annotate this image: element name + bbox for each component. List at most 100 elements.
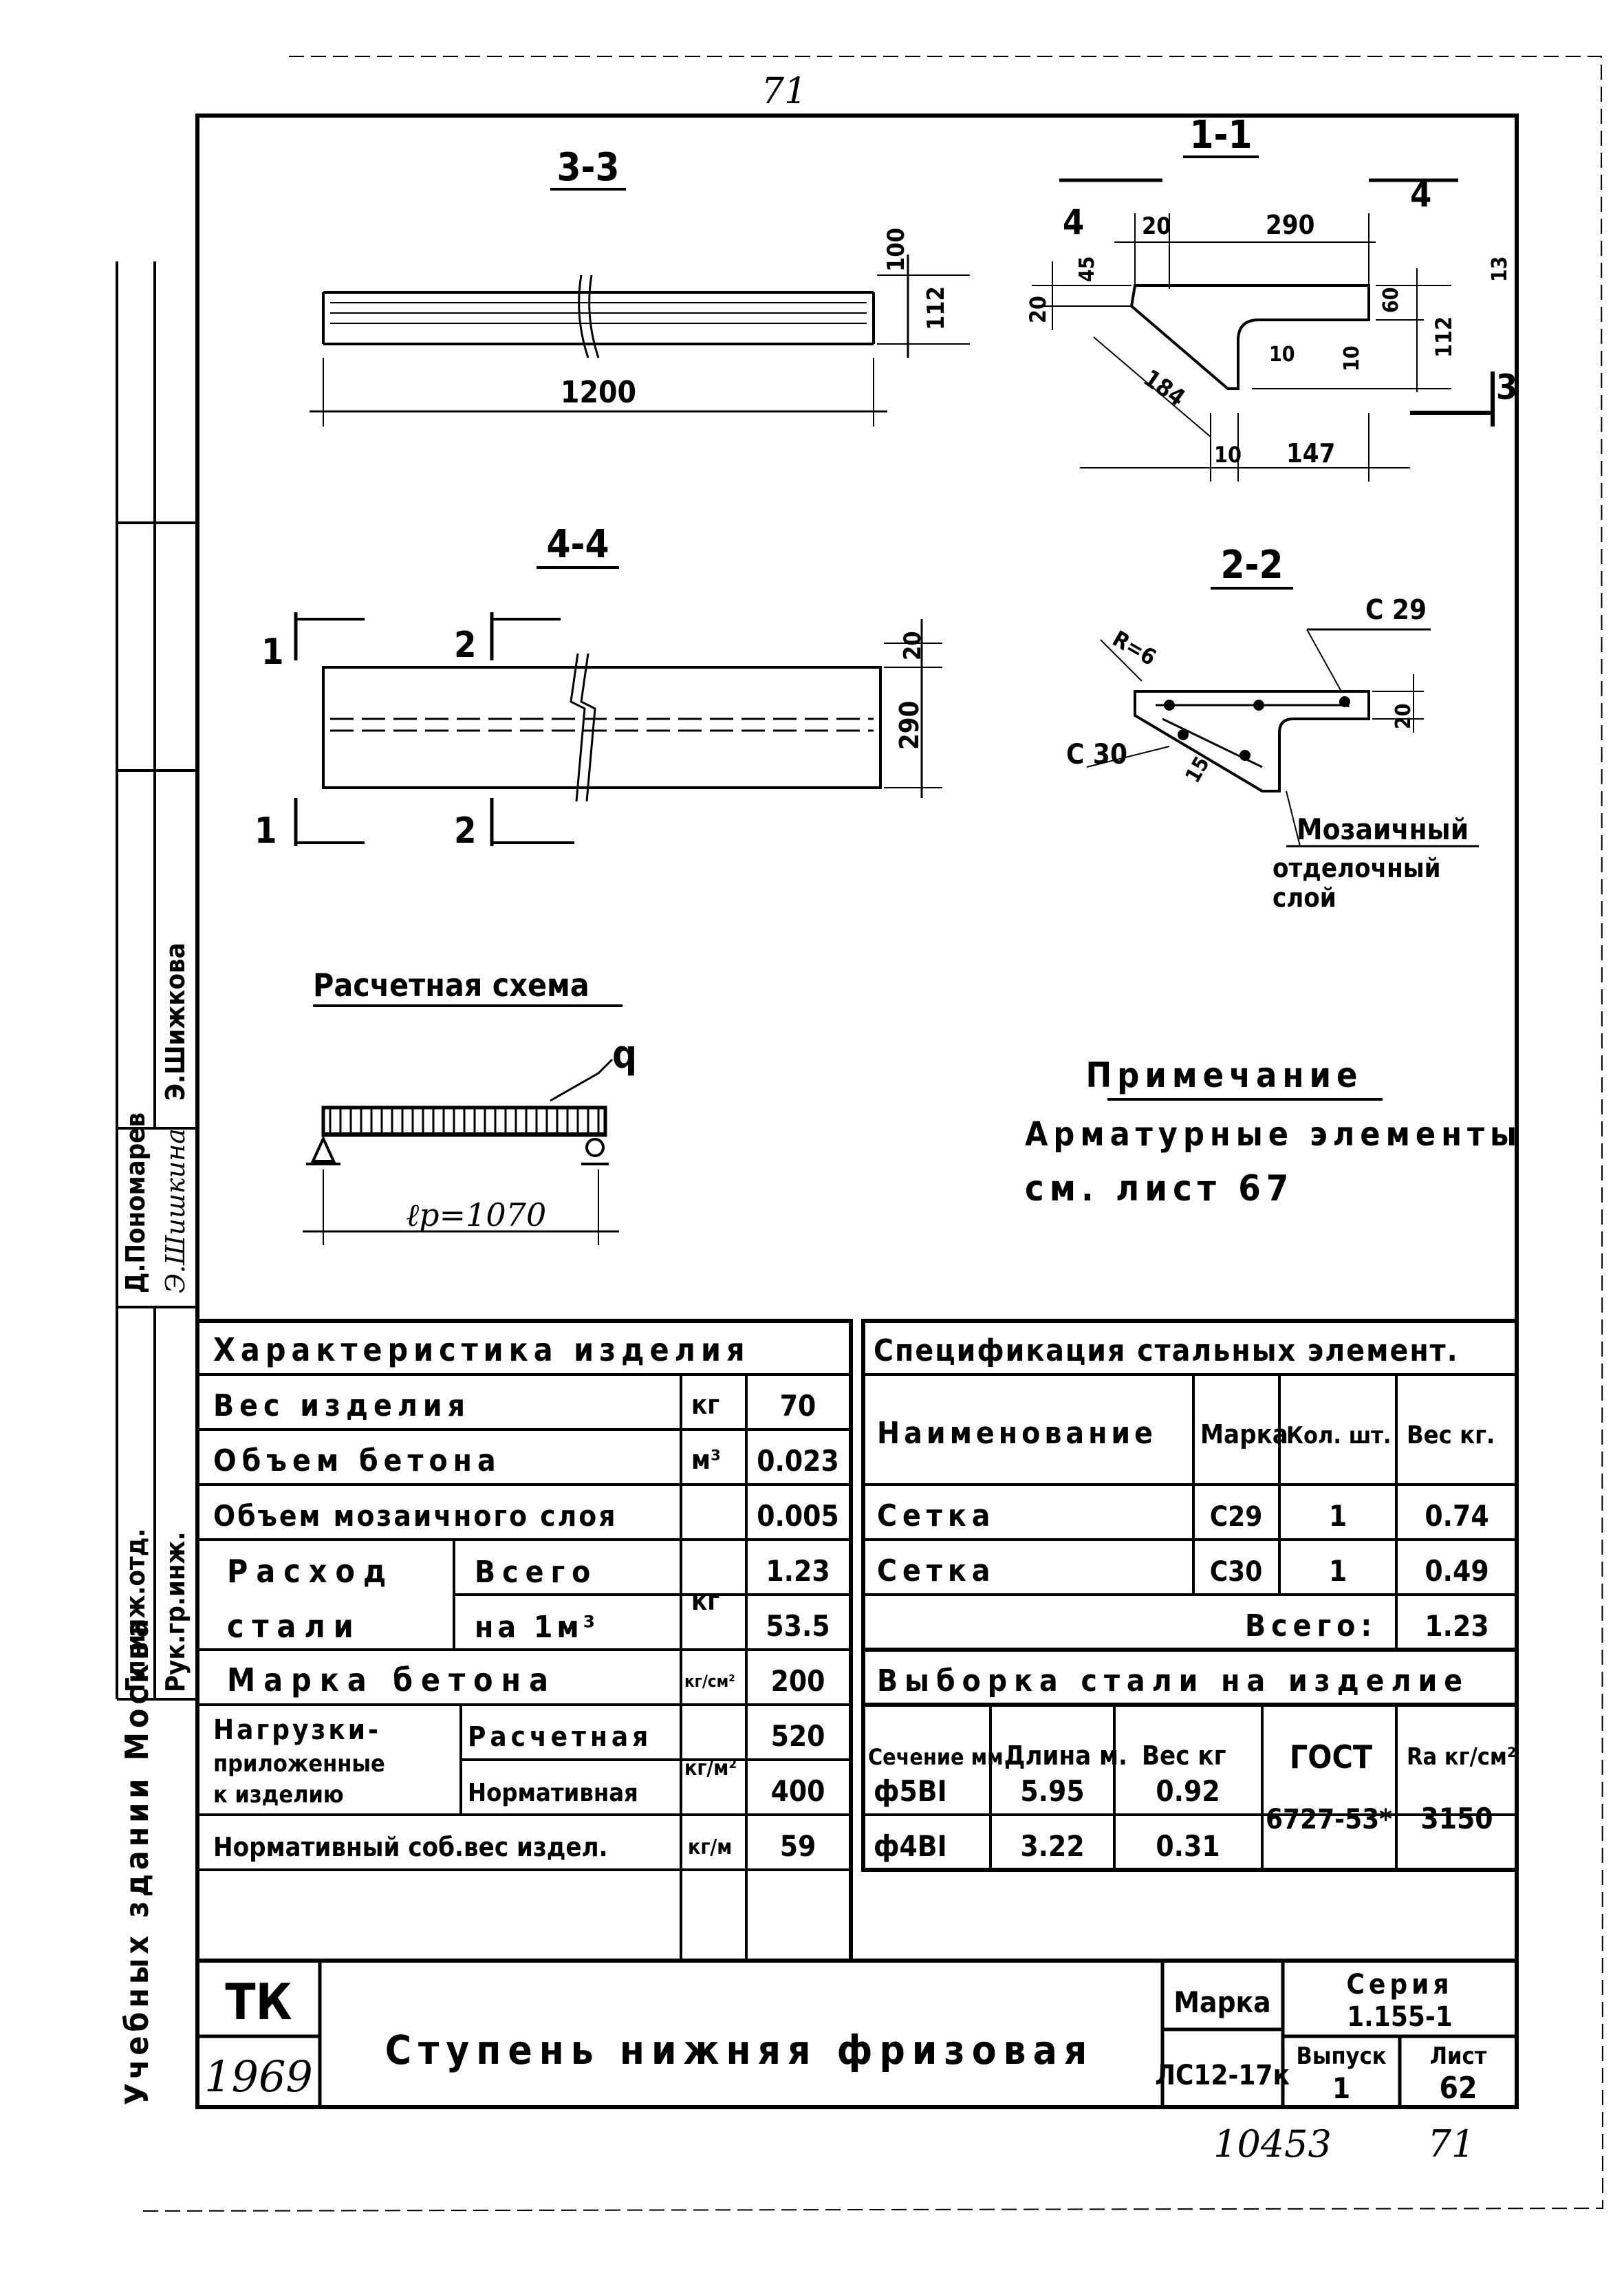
dim-1-1-e: 13 (1488, 256, 1512, 282)
steel-selection-table: Выборка стали на изделие Сечение мм. Дли… (861, 1648, 1519, 1872)
section-2-2-d20: 20 (1392, 703, 1416, 729)
selection-row-2-length: 3.22 (1020, 1829, 1084, 1863)
selection-row-1-section: ф5ВI (874, 1774, 947, 1808)
char-row-2-label: Объем бетона (213, 1443, 501, 1478)
stamp-name-3: Э.Шижкова (160, 942, 191, 1101)
stamp-name-1: Д.Пономарев (120, 1112, 151, 1293)
selection-header-weight: Вес кг (1142, 1740, 1226, 1771)
title-block-year: 1969 (204, 2051, 313, 2102)
section-3-3-title: 3-3 (556, 145, 619, 190)
section-2-2-layer-2: отделочный (1273, 853, 1441, 883)
note-block: Примечание Арматурные элементы см. лист … (1025, 1055, 1517, 1209)
selection-title: Выборка стали на изделие (877, 1663, 1469, 1699)
section-2-2-radius: R=6 (1108, 625, 1160, 671)
concrete-grade-label: Марка бетона (227, 1661, 556, 1699)
title-block-series: 1.155-1 (1347, 2001, 1453, 2033)
footer-page: 71 (1428, 2122, 1475, 2166)
selection-row-1-length: 5.95 (1020, 1774, 1084, 1808)
own-weight-unit: кг/м (688, 1835, 732, 1859)
selection-row-1-weight: 0.92 (1156, 1774, 1220, 1808)
specification-table: Спецификация стальных элемент. Наименова… (861, 1319, 1519, 1707)
title-block-issue-label: Выпуск (1297, 2042, 1387, 2070)
note-line-2: см. лист 67 (1025, 1168, 1294, 1209)
section-2-2-title: 2-2 (1220, 543, 1283, 587)
scheme-title: Расчетная схема (313, 967, 589, 1004)
load-hatching (329, 1109, 600, 1132)
spec-total-label: Всего: (1245, 1608, 1377, 1643)
section-1-1-title: 1-1 (1189, 113, 1252, 158)
load-row-2-label: Нормативная (468, 1779, 638, 1807)
spec-header-qty: Кол. шт. (1286, 1422, 1392, 1449)
spec-row-1-name: Сетка (877, 1498, 995, 1533)
section-4-4-mark-1a: 1 (261, 632, 284, 673)
stamp-role-2: Рук.гр.инж. (160, 1532, 191, 1692)
spec-header-mark: Марка (1200, 1419, 1288, 1449)
spec-row-1-qty: 1 (1329, 1499, 1347, 1533)
dim-1-1-d: 45 (1075, 256, 1099, 282)
stamp-org-text: Учебных здании Москва (118, 1615, 155, 2105)
section-2-2-layer-3: слой (1273, 883, 1336, 913)
footer-number: 10453 (1213, 2122, 1332, 2166)
spec-row-2-qty: 1 (1329, 1554, 1347, 1588)
char-row-3-value: 0.005 (757, 1499, 839, 1533)
steel-row-2-value: 53.5 (766, 1609, 830, 1643)
title-block-org: ТК (225, 1973, 292, 2031)
spec-header-weight: Вес кг. (1407, 1421, 1495, 1449)
stamp-name-2: Э.Шишкина (160, 1128, 191, 1293)
title-block-series-label: Серия (1347, 1969, 1453, 2001)
spec-row-1-mark: С29 (1210, 1501, 1262, 1533)
loads-label-1: Нагрузки- (213, 1714, 381, 1746)
load-row-1-value: 520 (771, 1719, 825, 1753)
char-row-2-value: 0.023 (757, 1444, 839, 1478)
dim-3-3-d2: 112 (922, 286, 950, 330)
steel-row-2-label: на 1м³ (475, 1610, 599, 1645)
title-block-sheet-label: Лист (1430, 2042, 1487, 2070)
section-4-4-mark-2a: 2 (454, 625, 477, 666)
title-block-mark-label: Марка (1173, 1985, 1270, 2019)
section-1-1-mark-bottom: 3 (1496, 367, 1517, 407)
loads-label-2: приложенные (213, 1750, 385, 1778)
dim-4-4-top: 20 (899, 631, 927, 660)
characteristics-table: Характеристика изделия Вес изделия кг 70… (195, 1319, 853, 1963)
dim-1-1-g: 112 (1431, 316, 1457, 358)
load-row-1-label: Расчетная (468, 1721, 652, 1753)
top-page-number: 71 (761, 71, 807, 112)
dim-1-1-i: 10 (1340, 345, 1364, 371)
dim-3-3-d1: 100 (883, 228, 910, 272)
scheme-load-q: q (612, 1033, 637, 1077)
selection-header-gost: ГОСТ (1290, 1738, 1373, 1776)
spec-row-2-name: Сетка (877, 1553, 995, 1588)
dim-1-1-k: 10 (1214, 442, 1242, 468)
section-1-1: 1-1 4 4 3 20 290 (1025, 113, 1517, 482)
section-1-1-mark-left: 4 (1063, 202, 1084, 242)
char-row-1-unit: кг (691, 1390, 719, 1420)
dim-1-1-l: 147 (1286, 438, 1335, 468)
stamp-role-1: Гл.инж.отд. (120, 1529, 151, 1692)
dim-4-4-width: 290 (894, 701, 924, 750)
section-2-2-c29: С 29 (1365, 594, 1427, 626)
steel-label-2: стали (227, 1608, 362, 1645)
load-row-2-value: 400 (771, 1774, 825, 1808)
steel-row-1-label: Всего (475, 1555, 597, 1590)
selection-row-2-section: ф4ВI (874, 1829, 947, 1863)
concrete-grade-value: 200 (771, 1664, 825, 1698)
spec-header-name: Наименование (877, 1416, 1157, 1451)
section-2-2-c30: С 30 (1066, 739, 1127, 770)
spec-row-1-weight: 0.74 (1425, 1499, 1488, 1533)
spec-title: Спецификация стальных элемент. (874, 1333, 1459, 1368)
spec-total-value: 1.23 (1425, 1609, 1488, 1643)
steel-unit: кг (691, 1586, 719, 1616)
own-weight-value: 59 (780, 1829, 816, 1863)
dim-1-1-h: 10 (1269, 343, 1295, 367)
char-row-2-unit: м³ (691, 1445, 721, 1475)
own-weight-label: Нормативный соб.вес издел. (213, 1832, 608, 1862)
selection-row-2-weight: 0.31 (1156, 1829, 1220, 1863)
side-stamp: Учебных здании Москва Гл.инж.отд. Рук.гр… (116, 116, 199, 2107)
section-4-4-title: 4-4 (546, 522, 609, 567)
section-4-4-mark-2b: 2 (454, 810, 477, 852)
selection-ra: 3150 (1420, 1802, 1493, 1835)
loads-label-3: к изделию (213, 1781, 344, 1809)
title-block-issue: 1 (1332, 2071, 1350, 2105)
title-block-sheet: 62 (1439, 2071, 1477, 2106)
scheme-span: ℓр=1070 (406, 1196, 546, 1233)
